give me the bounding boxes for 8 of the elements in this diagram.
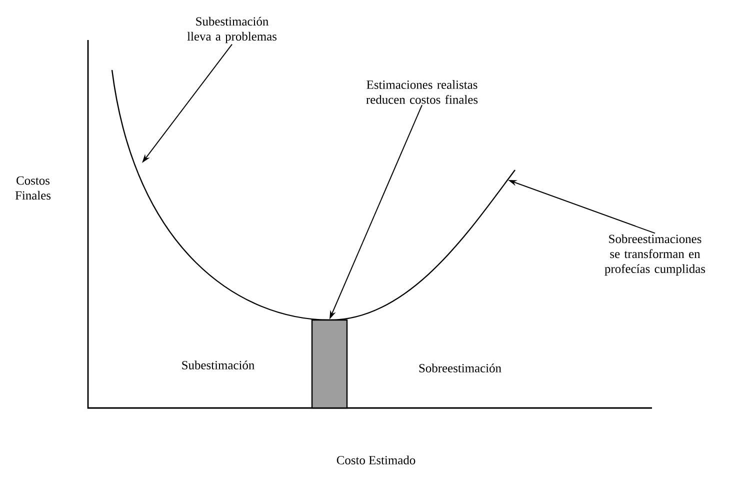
callout-text: Sobreestimaciones se transforman en profecías cumplidas	[604, 234, 706, 276]
region-label: Subestimación	[182, 360, 254, 370]
axis-label: Costo Estimado	[336, 456, 416, 464]
callout-text: Estimaciones realistas reducen costos finales	[366, 80, 478, 104]
callout-text: Subestimación lleva a problemas	[187, 16, 276, 44]
region-label: Sobreestimación	[419, 364, 502, 372]
axis-label: Costos Finales	[15, 176, 51, 200]
shaded-bar	[311, 319, 348, 409]
